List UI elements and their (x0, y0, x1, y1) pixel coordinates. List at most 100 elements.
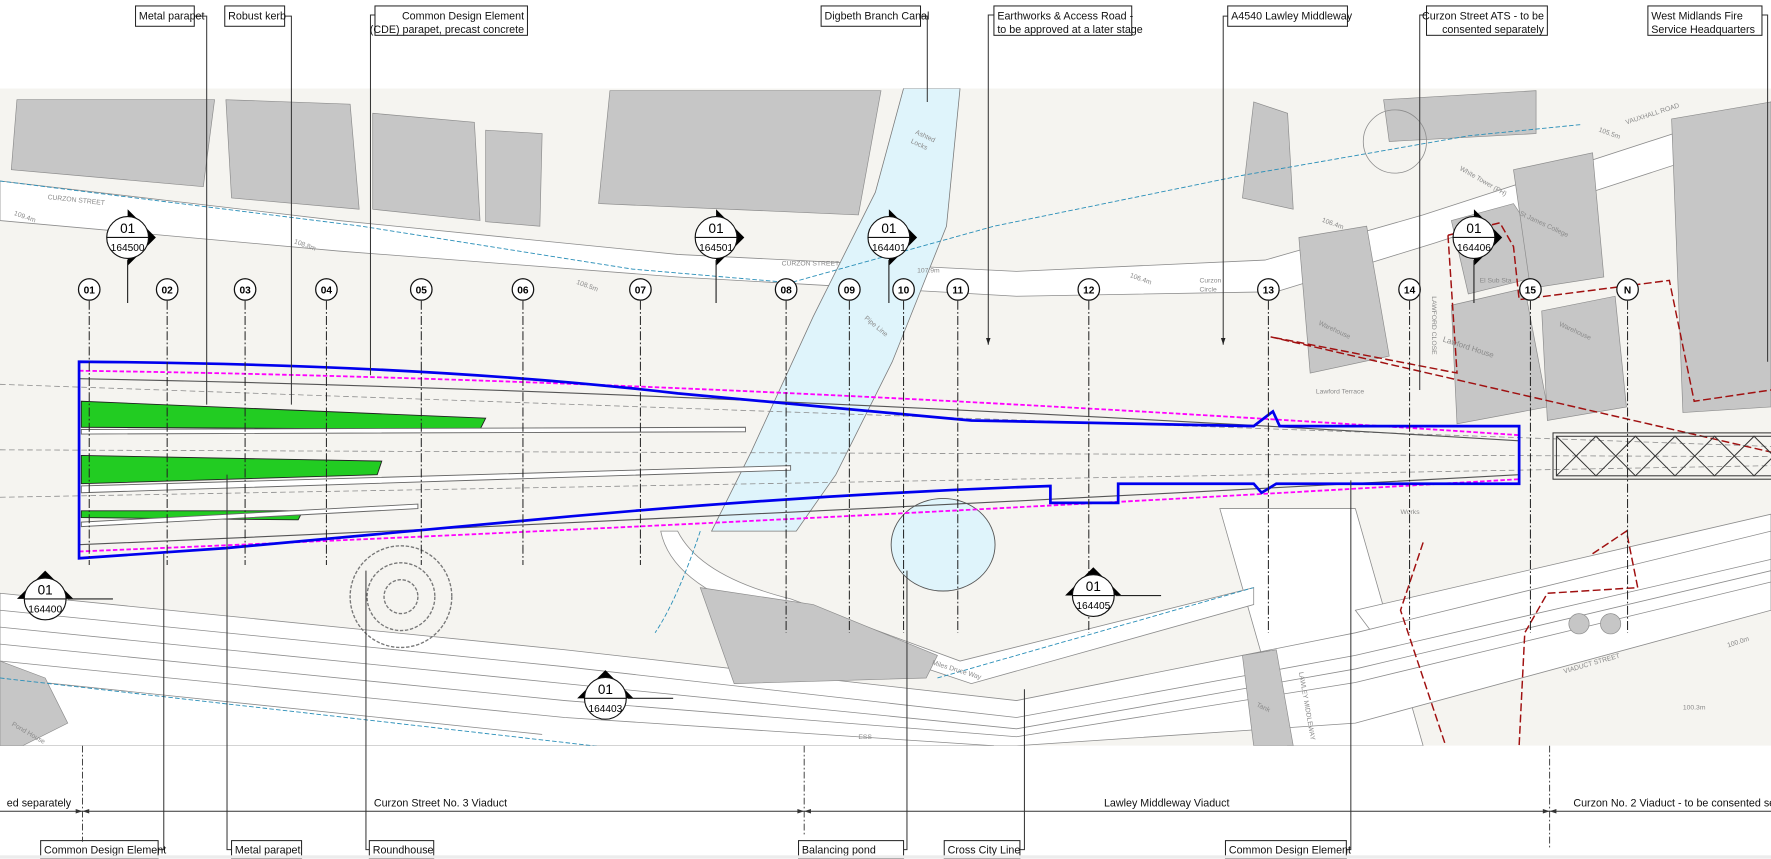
callout-text: Curzon Street ATS - to be (1422, 11, 1544, 23)
ats-consent-boundary (1270, 221, 1771, 746)
section-drawing-ref: 164403 (588, 704, 622, 715)
grid-line-N: N (1616, 278, 1639, 633)
callout-text: to be approved at a later stage (997, 24, 1142, 36)
grid-label: 15 (1525, 285, 1537, 296)
base-map (0, 88, 1771, 746)
section-markers: 0116450001164501011644010116440601164400… (16, 209, 1503, 720)
callout-box (1426, 5, 1548, 36)
section-number: 01 (709, 221, 724, 236)
callout-top-1: Robust kerb (224, 5, 292, 405)
grid-line-09: 09 (838, 278, 861, 633)
section-marker-164405[interactable]: 01 164405 (1065, 567, 1162, 617)
grid-line-15: 15 (1519, 278, 1542, 633)
section-drawing-ref: 164401 (872, 243, 906, 254)
balancing-pond (890, 497, 996, 592)
grid-bubble (315, 278, 338, 301)
section-number: 01 (598, 682, 613, 697)
callout-text: (CDE) parapet, precast concrete (370, 24, 524, 36)
callout-text: Digbeth Branch Canal (825, 11, 930, 23)
grid-label: 06 (517, 285, 529, 296)
callout-bottom-4: Cross City Line (943, 689, 1025, 859)
grid-bubble (233, 278, 257, 301)
street-label: CURZON STREET (782, 261, 840, 268)
dimension-label: Curzon No. 2 Viaduct - to be consented s… (1573, 798, 1771, 810)
callout-text: Common Design Element (44, 845, 166, 857)
grid-label: 02 (162, 285, 174, 296)
grid-bubble (1077, 278, 1101, 301)
section-drawing-ref: 164400 (28, 604, 62, 615)
digbeth-branch-canal (710, 88, 961, 532)
callout-box (1227, 5, 1348, 27)
callout-text: Metal parapet (139, 11, 205, 23)
section-drawing-ref: 164500 (111, 243, 145, 254)
section-drawing-ref: 164501 (699, 243, 733, 254)
callout-bottom-0: Common Design Element (40, 553, 166, 859)
callout-text: Service Headquarters (1651, 24, 1755, 36)
section-marker-164403[interactable]: 01 164403 (577, 670, 674, 720)
section-number: 01 (881, 221, 896, 236)
place-label: Works (1401, 509, 1421, 516)
curzon-no2-truss (1552, 432, 1771, 480)
callout-text: Cross City Line (948, 845, 1021, 857)
grid-label: 04 (321, 285, 333, 296)
buildings (0, 90, 1771, 746)
callout-top-3: Digbeth Branch Canal (820, 5, 930, 102)
callout-bottom-1: Metal parapet (226, 474, 303, 859)
grid-label: 11 (952, 285, 963, 296)
grid-bubble (511, 278, 535, 301)
section-number: 01 (120, 221, 135, 236)
grid-bubble (1616, 278, 1639, 301)
dimension-label: Lawley Middleway Viaduct (1104, 798, 1230, 810)
grid-bubble (409, 278, 433, 301)
grid-bubble (946, 278, 970, 301)
grid-bubble (892, 278, 915, 301)
callout-top-0: Metal parapet (135, 5, 208, 405)
callout-box (1647, 5, 1763, 36)
section-number: 01 (1086, 579, 1101, 594)
street-label: LAWFORD CLOSE (1430, 296, 1437, 355)
callout-bottom-2: Roundhouse (365, 570, 435, 859)
red-line-boundary (77, 360, 1521, 560)
callout-box (224, 5, 286, 27)
section-marker-164501[interactable]: 01 164501 (694, 209, 745, 304)
grid-bubble (1519, 278, 1542, 301)
callout-text: consented separately (1442, 24, 1545, 36)
callout-text: Roundhouse (373, 845, 434, 857)
spot-level: 100.3m (1683, 705, 1706, 712)
section-drawing-ref: 164405 (1076, 601, 1110, 612)
callout-bottom-3: Balancing pond (798, 570, 908, 859)
callout-text: Common Design Element (1229, 845, 1351, 857)
grid-label: 03 (239, 285, 251, 296)
grid-line-04: 04 (315, 278, 338, 566)
grid-label: 09 (844, 285, 856, 296)
miles-druce-way-road (660, 530, 1255, 685)
section-number: 01 (1466, 221, 1481, 236)
viaduct-dimension-line: ed separately Curzon Street No. 3 Viaduc… (0, 745, 1771, 848)
grid-bubble (1257, 278, 1280, 301)
callout-box (820, 5, 922, 27)
callout-top-2: Common Design Element(CDE) parapet, prec… (370, 5, 528, 376)
callout-text: Metal parapet (235, 845, 301, 857)
grid-bubble (1398, 278, 1421, 301)
dimension-label: ed separately (7, 798, 72, 810)
callout-top-4: Earthworks & Access Road -to be approved… (986, 5, 1143, 345)
grid-label: 08 (780, 285, 792, 296)
grid-line-14: 14 (1398, 278, 1421, 633)
callout-box (374, 5, 528, 36)
grid-bubble (629, 278, 652, 301)
section-marker-164500[interactable]: 01 164500 (106, 209, 156, 304)
grid-bubble (155, 278, 179, 301)
bottom-callouts: Common Design Element Metal parapet Roundh… (40, 474, 1352, 859)
grid-label: 07 (635, 285, 647, 296)
section-marker-164401[interactable]: 01 164401 (867, 209, 918, 304)
callout-text: West Midlands Fire (1651, 11, 1743, 23)
grid-line-05: 05 (409, 278, 433, 566)
spot-level: 107.9m (917, 268, 940, 275)
grid-label: 14 (1404, 285, 1416, 296)
